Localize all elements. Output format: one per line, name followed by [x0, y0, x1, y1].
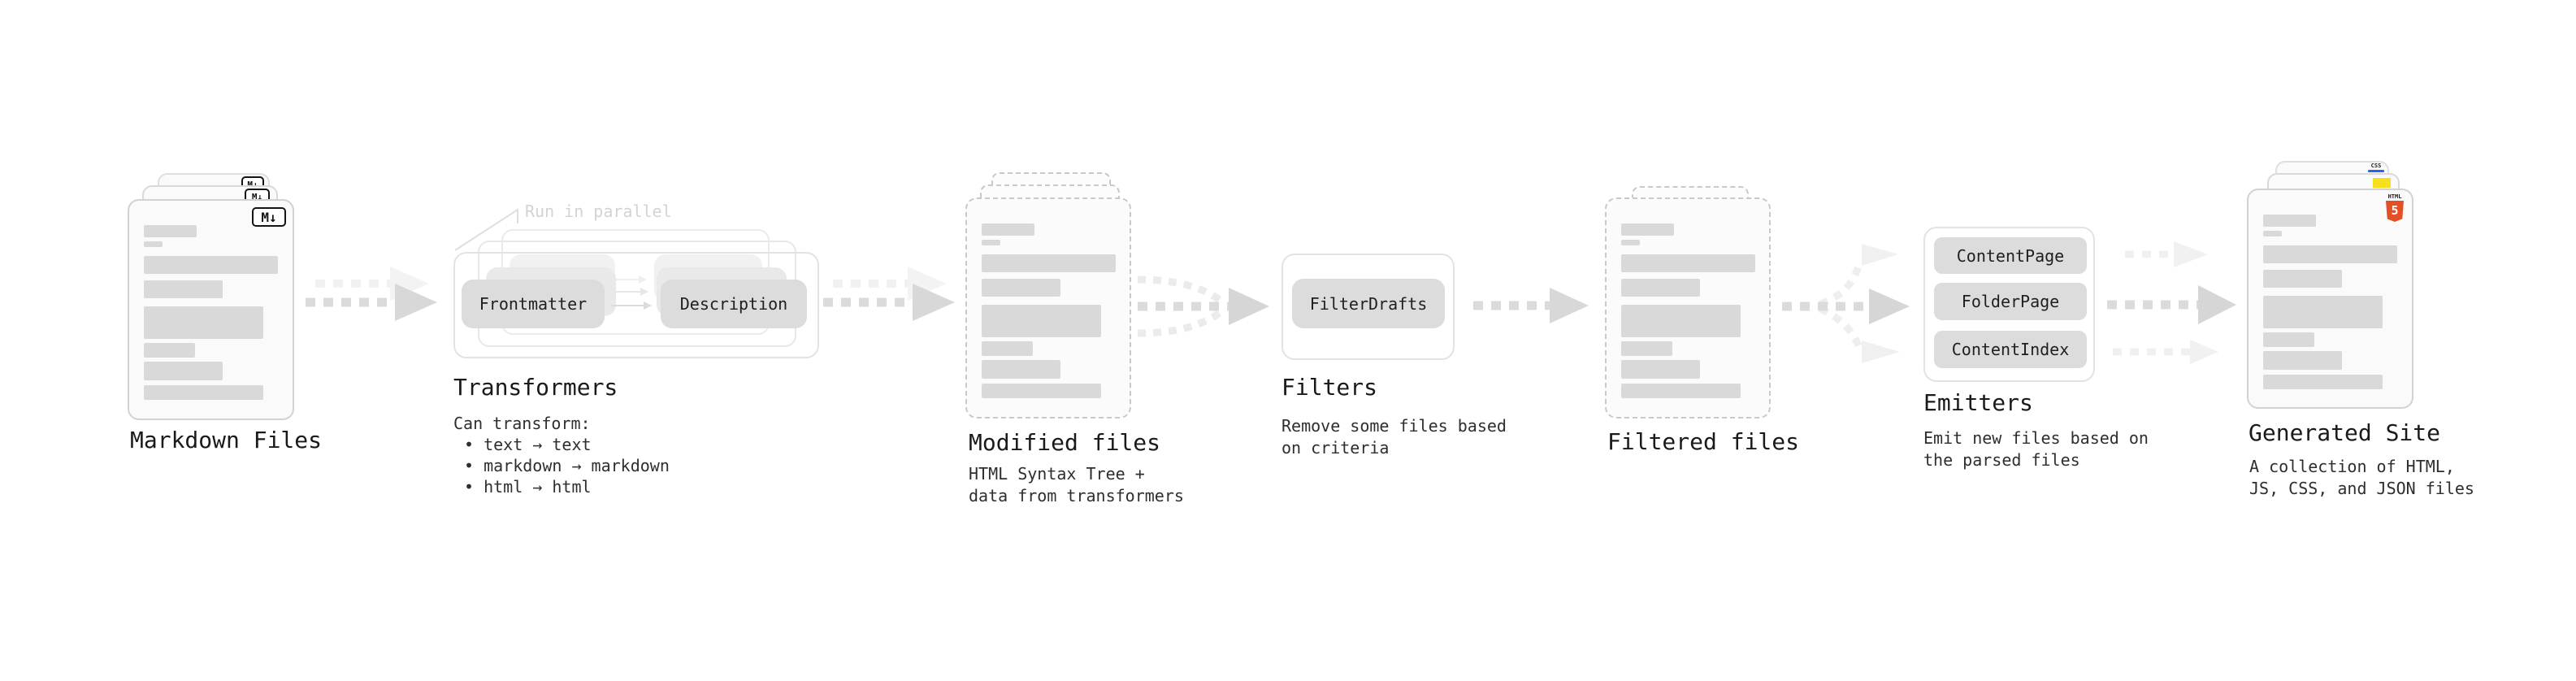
- doc-line: [144, 256, 278, 274]
- description-line: JS, CSS, and JSON files: [2249, 479, 2474, 498]
- emitters-label: Emitters: [1923, 389, 2033, 416]
- dashed-arrow-icon: [823, 267, 955, 321]
- doc-line: [1621, 223, 1674, 236]
- css-icon: CSS: [2368, 163, 2384, 172]
- doc-line: [144, 343, 195, 358]
- doc-line: [144, 225, 197, 237]
- run-in-parallel-label: Run in parallel: [525, 202, 672, 221]
- doc-line: [1621, 240, 1640, 245]
- doc-line: [982, 223, 1034, 236]
- markdown-files-label: Markdown Files: [130, 427, 323, 453]
- emitter-output-arrows-icon: [2107, 241, 2236, 364]
- description-line: • text → text: [464, 435, 592, 454]
- description-line: HTML Syntax Tree +: [969, 464, 1145, 484]
- merge-arrow-icon: [1137, 275, 1269, 337]
- filterdrafts-pill: FilterDrafts: [1292, 279, 1445, 328]
- generated-card-front: HTML 5: [2247, 189, 2413, 409]
- doc-line: [1621, 384, 1741, 398]
- js-icon: [2373, 178, 2391, 188]
- doc-line: [144, 385, 263, 400]
- filtered-card-front: [1605, 197, 1771, 419]
- parallel-arrows-icon: [610, 275, 652, 310]
- emitters-description: Emit new files based on the parsed files: [1923, 427, 2149, 471]
- description-line: • markdown → markdown: [464, 456, 670, 475]
- doc-line: [982, 305, 1101, 337]
- fanout-arrow-icon: [1782, 244, 1910, 363]
- transformers-description: Can transform: • text → text • markdown …: [453, 413, 670, 497]
- doc-line: [1621, 279, 1700, 297]
- description-line: on criteria: [1281, 438, 1390, 458]
- doc-line: [2263, 215, 2316, 227]
- doc-line: [1621, 360, 1700, 379]
- modified-files-label: Modified files: [969, 429, 1161, 456]
- css-label: CSS: [2370, 163, 2382, 169]
- folderpage-pill: FolderPage: [1934, 283, 2087, 320]
- description-line: A collection of HTML,: [2249, 457, 2455, 476]
- run-in-parallel-connector: [454, 208, 518, 251]
- doc-line: [1621, 341, 1672, 356]
- doc-line: [2263, 270, 2342, 288]
- filters-description: Remove some files based on criteria: [1281, 415, 1507, 459]
- doc-line: [144, 362, 223, 380]
- doc-line: [144, 280, 223, 298]
- doc-line: [2263, 231, 2282, 236]
- description-line: • html → html: [464, 477, 592, 497]
- doc-line: [1621, 254, 1755, 272]
- modified-files-description: HTML Syntax Tree + data from transformer…: [969, 463, 1184, 507]
- markdown-card-front: M↓: [128, 199, 294, 420]
- transformers-box-front: [453, 252, 819, 358]
- doc-line: [982, 341, 1033, 356]
- doc-line: [2263, 245, 2397, 263]
- filtered-files-label: Filtered files: [1607, 428, 1800, 455]
- doc-line: [982, 384, 1101, 398]
- doc-line: [982, 279, 1060, 297]
- emitters-box: [1923, 227, 2095, 382]
- description-line: Remove some files based: [1281, 416, 1507, 436]
- description-line: Can transform:: [453, 414, 591, 433]
- html5-icon: HTML 5: [2384, 193, 2405, 222]
- doc-line: [2263, 296, 2383, 328]
- contentpage-pill: ContentPage: [1934, 237, 2087, 274]
- description-pill: Description: [661, 280, 807, 328]
- doc-line: [982, 240, 1000, 245]
- description-line: Emit new files based on: [1923, 428, 2149, 448]
- generated-site-label: Generated Site: [2249, 419, 2441, 446]
- transformers-label: Transformers: [453, 374, 618, 401]
- html5-label: HTML: [2387, 193, 2402, 200]
- doc-line: [982, 254, 1116, 272]
- doc-line: [144, 241, 163, 247]
- contentindex-pill: ContentIndex: [1934, 331, 2087, 368]
- generated-site-description: A collection of HTML, JS, CSS, and JSON …: [2249, 456, 2474, 500]
- filters-box: [1281, 254, 1455, 360]
- description-line: data from transformers: [969, 486, 1184, 505]
- doc-line: [2263, 332, 2314, 347]
- modified-card-front: [965, 197, 1131, 419]
- description-line: the parsed files: [1923, 450, 2080, 470]
- doc-line: [1621, 305, 1741, 337]
- filters-label: Filters: [1281, 374, 1378, 401]
- dashed-arrow-icon: [306, 267, 437, 321]
- dashed-arrow-icon: [1473, 288, 1589, 323]
- html5-shield: 5: [2386, 201, 2404, 222]
- doc-line: [2263, 351, 2342, 370]
- doc-line: [2263, 375, 2383, 389]
- markdown-icon: M↓: [252, 207, 286, 227]
- doc-line: [144, 306, 263, 339]
- frontmatter-pill: Frontmatter: [462, 280, 605, 328]
- doc-line: [982, 360, 1060, 379]
